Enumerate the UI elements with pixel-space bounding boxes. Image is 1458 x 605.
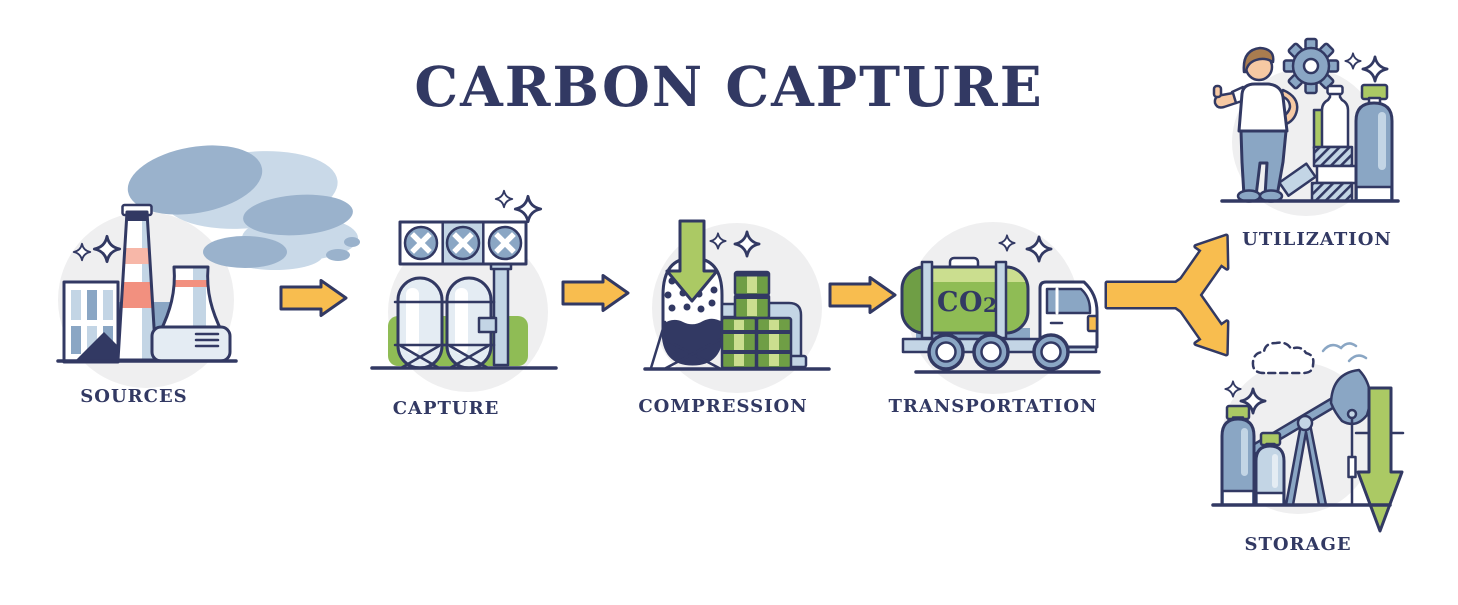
stage-label-transportation: TRANSPORTATION [888, 396, 1098, 417]
bottle-icon [1320, 84, 1350, 149]
cloud-icon [1321, 342, 1368, 363]
down-arrow-icon [665, 219, 719, 303]
down-arrow-icon [1356, 386, 1404, 533]
branch-arrow-split [1104, 233, 1230, 357]
stage-label-compression: COMPRESSION [638, 396, 808, 417]
hair [1242, 46, 1275, 74]
transportation-illustration: CO2 [900, 222, 1101, 394]
gas-cylinder-icon [1254, 431, 1286, 507]
thumb-up [1212, 84, 1223, 99]
sources-illustration [56, 145, 360, 388]
tanker-truck-icon: CO2 [900, 256, 1099, 371]
block-icon [1278, 145, 1359, 203]
stage-label-utilization: UTILIZATION [1242, 229, 1392, 250]
person-icon [1212, 46, 1299, 203]
stage-label-storage: STORAGE [1244, 534, 1352, 555]
compression-illustration [643, 219, 831, 393]
pipe-icon [489, 260, 513, 367]
diagram-title: CARBON CAPTURE [414, 54, 1044, 119]
smokestack-icon [116, 203, 158, 362]
wheel-icon [927, 333, 1070, 371]
flow-arrow-2 [561, 274, 630, 312]
gear-icon [1282, 37, 1340, 95]
barrel-icon [720, 270, 793, 370]
flow-arrow-3 [828, 276, 897, 314]
fan-unit-icon [398, 220, 528, 266]
sparkle-icon [494, 189, 543, 224]
cab-window [1045, 287, 1092, 315]
smoke-cloud-icon [127, 145, 360, 270]
cloud-icon [1251, 341, 1315, 375]
pipe-elbow [477, 316, 498, 334]
flow-arrow-1 [279, 279, 348, 317]
pants [1239, 129, 1288, 198]
absorber-tank-icon [393, 276, 447, 370]
gas-cylinder-icon [1220, 404, 1256, 507]
gas-cylinder-icon [1354, 83, 1394, 203]
stage-label-capture: CAPTURE [392, 398, 500, 419]
storage-illustration [1211, 341, 1405, 533]
utilization-illustration [1212, 37, 1400, 216]
marker-light [1086, 314, 1099, 333]
capture-illustration [370, 189, 558, 392]
t-shirt [1237, 82, 1289, 133]
tank-co2-label: CO2 [937, 287, 997, 318]
stage-label-sources: SOURCES [80, 386, 188, 407]
